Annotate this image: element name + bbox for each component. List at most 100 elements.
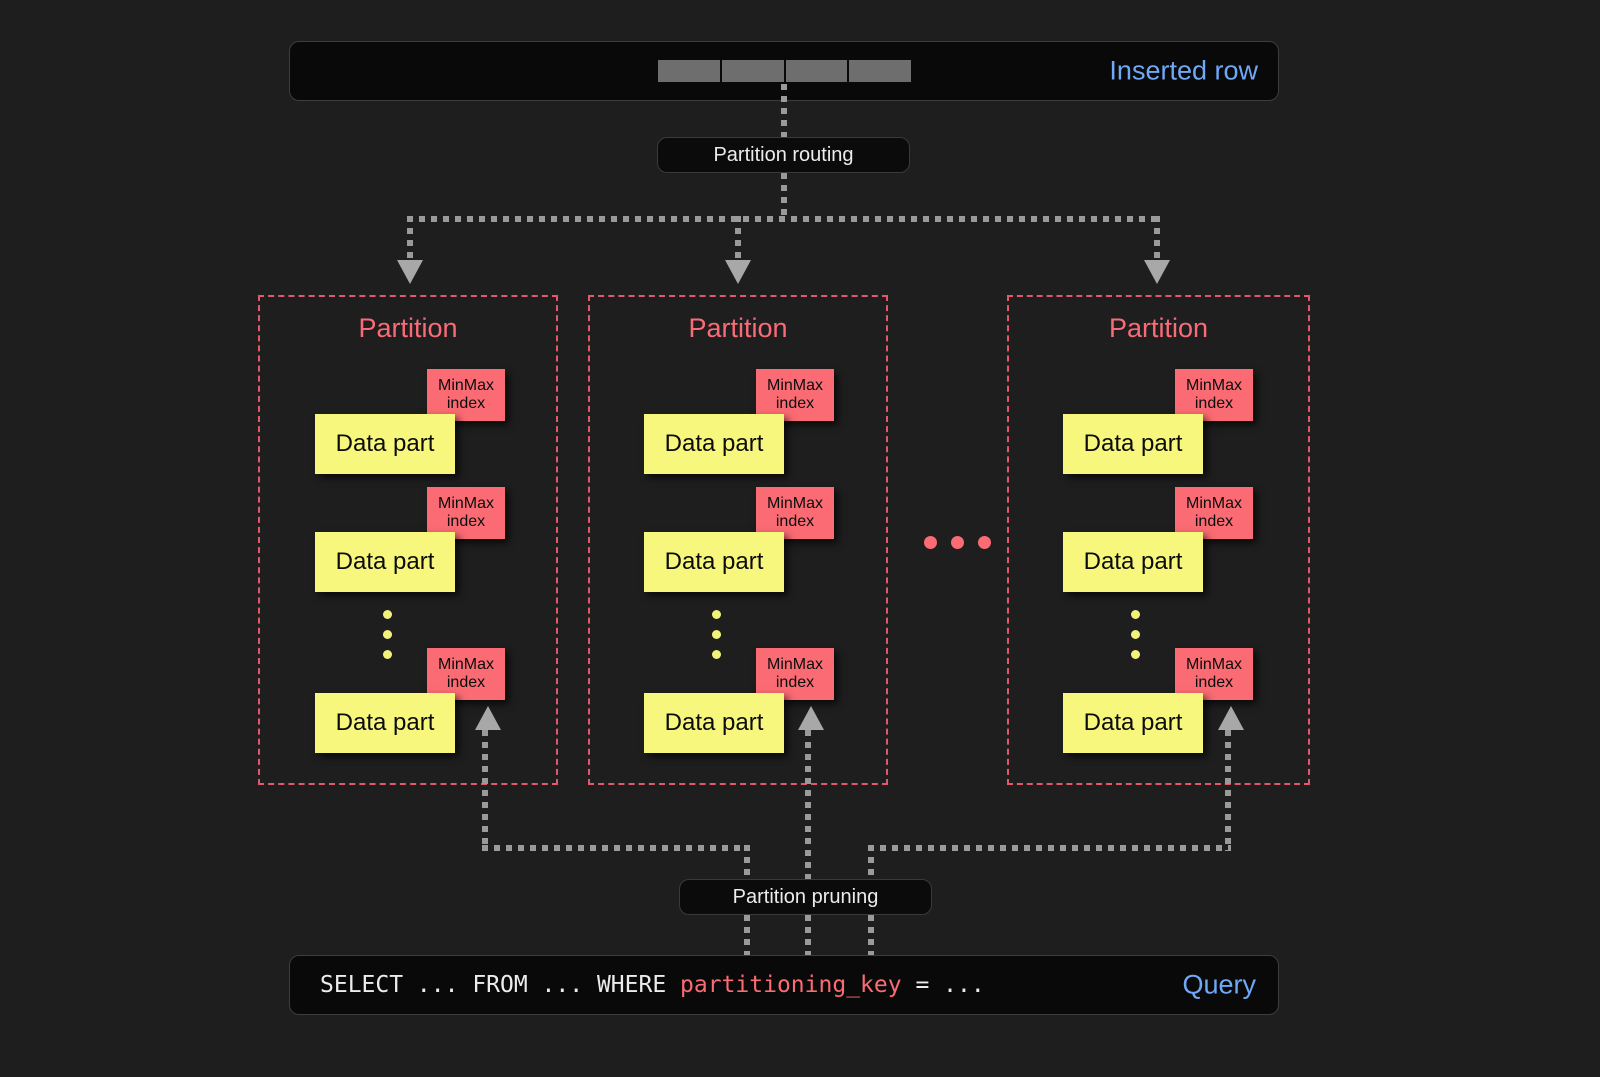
partition-container-1: Partition (258, 295, 558, 785)
data-part-ellipsis (712, 610, 721, 659)
arrow-down-partition-3 (1144, 260, 1170, 284)
data-part-box: Data part (644, 532, 784, 592)
connector-partition-3-up (1225, 730, 1231, 851)
minmax-line-1: MinMax (1185, 494, 1242, 512)
ellipsis-dot (383, 630, 392, 639)
minmax-line-2: index (775, 513, 815, 530)
ellipsis-dot (924, 536, 937, 549)
connector-fanout-left (407, 216, 413, 263)
connector-pruning-left-bus (482, 845, 747, 851)
connector-fanout-bus (407, 216, 1157, 222)
minmax-index-box: MinMax index (1175, 487, 1253, 539)
query-prefix: SELECT ... FROM ... WHERE (320, 972, 681, 998)
connector-pruning-to-query-middle (805, 915, 811, 955)
minmax-index-box: MinMax index (756, 648, 834, 700)
ellipsis-dot (1131, 610, 1140, 619)
minmax-line-2: index (446, 395, 486, 412)
minmax-index-box: MinMax index (427, 487, 505, 539)
inserted-row-cells (658, 60, 911, 82)
connector-pruning-to-query-right (868, 915, 874, 955)
data-part-group: MinMax index Data part (644, 369, 834, 474)
ellipsis-dot (383, 610, 392, 619)
minmax-line-1: MinMax (766, 376, 823, 394)
ellipsis-dot (712, 630, 721, 639)
minmax-line-1: MinMax (766, 655, 823, 673)
data-part-group: MinMax index Data part (644, 648, 834, 753)
connector-pruning-right-bus (868, 845, 1231, 851)
connector-routing-down (781, 173, 787, 219)
minmax-line-2: index (1194, 513, 1234, 530)
partition-pruning-label: Partition pruning (679, 879, 932, 915)
data-part-box: Data part (315, 532, 455, 592)
partition-routing-label: Partition routing (657, 137, 910, 173)
minmax-line-2: index (446, 513, 486, 530)
data-part-box: Data part (315, 693, 455, 753)
data-part-ellipsis (383, 610, 392, 659)
ellipsis-dot (1131, 630, 1140, 639)
minmax-index-box: MinMax index (427, 369, 505, 421)
data-part-group: MinMax index Data part (315, 369, 505, 474)
connector-partition-1-up (482, 730, 488, 851)
minmax-index-box: MinMax index (427, 648, 505, 700)
arrow-down-partition-1 (397, 260, 423, 284)
data-part-group: MinMax index Data part (1063, 487, 1253, 592)
minmax-index-box: MinMax index (1175, 648, 1253, 700)
minmax-line-2: index (775, 395, 815, 412)
partition-container-3: Partition (1007, 295, 1310, 785)
minmax-line-2: index (775, 674, 815, 691)
data-part-group: MinMax index Data part (315, 648, 505, 753)
row-cell (658, 60, 720, 82)
data-part-group: MinMax index Data part (315, 487, 505, 592)
connector-pruning-right-drop (868, 845, 874, 883)
minmax-index-box: MinMax index (1175, 369, 1253, 421)
ellipsis-dot (383, 650, 392, 659)
connector-row-to-routing (781, 84, 787, 137)
connector-fanout-right (1154, 216, 1160, 263)
minmax-line-2: index (1194, 674, 1234, 691)
minmax-line-1: MinMax (1185, 376, 1242, 394)
ellipsis-dot (712, 650, 721, 659)
row-cell (849, 60, 911, 82)
ellipsis-dot (712, 610, 721, 619)
query-statement: SELECT ... FROM ... WHERE partitioning_k… (320, 972, 985, 998)
minmax-line-1: MinMax (1185, 655, 1242, 673)
row-cell (785, 60, 848, 82)
partition-container-2: Partition (588, 295, 888, 785)
arrow-up-partition-3 (1218, 706, 1244, 730)
minmax-index-box: MinMax index (756, 369, 834, 421)
inserted-row-label: Inserted row (1109, 55, 1258, 86)
partition-title: Partition (1108, 313, 1209, 343)
data-part-box: Data part (644, 414, 784, 474)
data-part-group: MinMax index Data part (1063, 648, 1253, 753)
arrow-down-partition-2 (725, 260, 751, 284)
minmax-line-1: MinMax (437, 494, 494, 512)
connector-pruning-to-query-left (744, 915, 750, 955)
query-panel: SELECT ... FROM ... WHERE partitioning_k… (289, 955, 1279, 1015)
query-suffix: = ... (901, 972, 985, 998)
data-part-box: Data part (644, 693, 784, 753)
minmax-line-2: index (446, 674, 486, 691)
data-part-ellipsis (1131, 610, 1140, 659)
query-partitioning-key: partitioning_key (680, 972, 902, 998)
ellipsis-dot (1131, 650, 1140, 659)
minmax-line-2: index (1194, 395, 1234, 412)
minmax-line-1: MinMax (766, 494, 823, 512)
data-part-group: MinMax index Data part (644, 487, 834, 592)
minmax-line-1: MinMax (437, 376, 494, 394)
arrow-up-partition-2 (798, 706, 824, 730)
row-cell (721, 60, 784, 82)
data-part-box: Data part (1063, 414, 1203, 474)
minmax-line-1: MinMax (437, 655, 494, 673)
data-part-box: Data part (1063, 532, 1203, 592)
partition-ellipsis (924, 536, 991, 549)
connector-fanout-middle (735, 216, 741, 263)
query-label: Query (1182, 969, 1256, 1000)
arrow-up-partition-1 (475, 706, 501, 730)
ellipsis-dot (951, 536, 964, 549)
connector-partition-2-up (805, 730, 811, 885)
partition-title: Partition (358, 313, 458, 343)
ellipsis-dot (978, 536, 991, 549)
data-part-box: Data part (1063, 693, 1203, 753)
data-part-group: MinMax index Data part (1063, 369, 1253, 474)
